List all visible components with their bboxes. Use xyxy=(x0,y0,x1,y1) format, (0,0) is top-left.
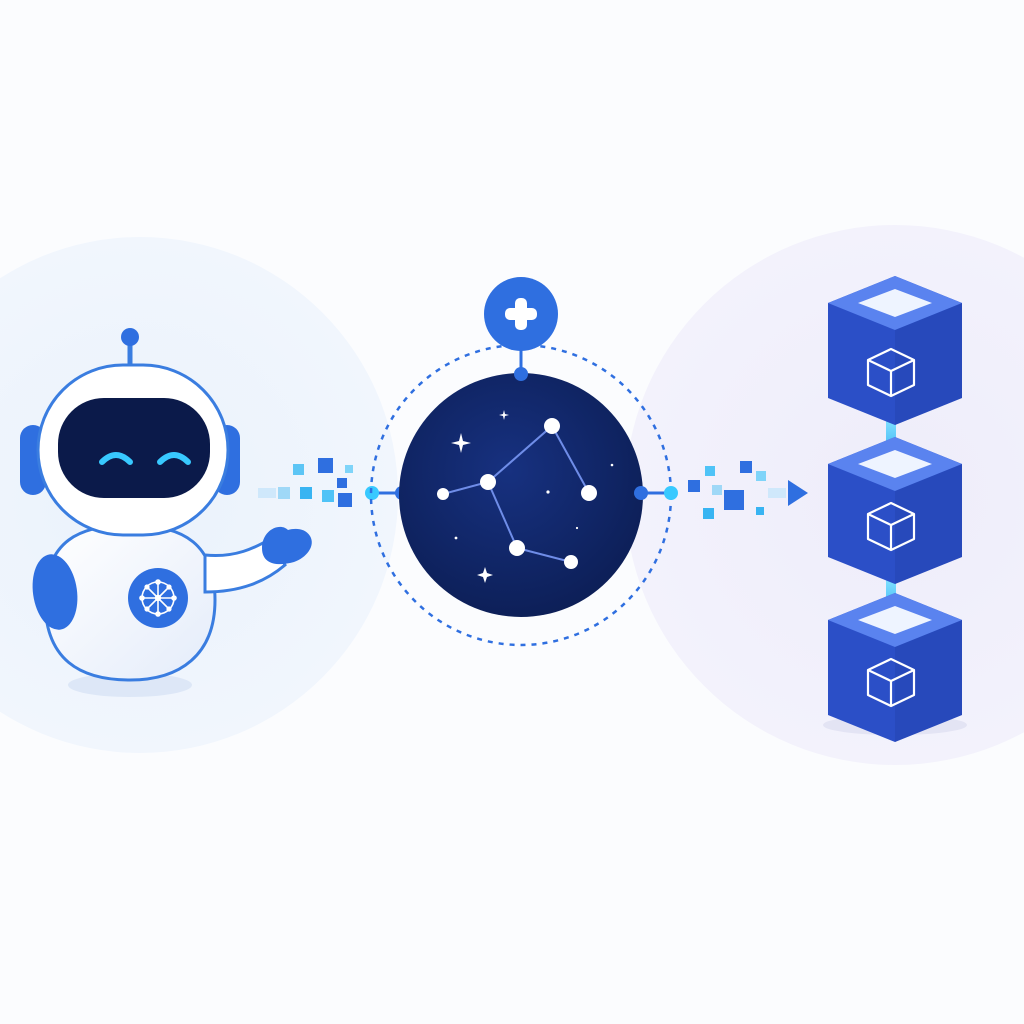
sparkle-stars xyxy=(451,410,614,598)
cube-icon xyxy=(866,657,916,708)
constellation-icon xyxy=(437,410,614,598)
block-2 xyxy=(828,437,962,584)
right-connector xyxy=(634,486,678,500)
robot-antenna-tip xyxy=(121,328,139,346)
block-3 xyxy=(828,593,962,742)
blockchain-stack xyxy=(823,276,967,742)
robot-hand xyxy=(262,526,312,565)
robot-eye-left xyxy=(99,452,133,465)
robot-icon xyxy=(20,328,312,697)
data-stream-right xyxy=(688,461,786,519)
data-stream-left xyxy=(258,458,353,507)
plus-icon xyxy=(505,298,537,330)
robot-shadow xyxy=(68,673,192,697)
robot-arm-left xyxy=(32,554,78,630)
arrow-right-icon xyxy=(788,480,808,506)
block-1 xyxy=(828,276,962,425)
robot-eye-right xyxy=(157,452,191,465)
constellation-disc xyxy=(399,373,643,617)
cube-icon xyxy=(866,347,916,398)
right-halo xyxy=(625,225,1024,765)
cube-icon xyxy=(866,501,916,552)
constellation-hub xyxy=(369,277,673,647)
robot-visor xyxy=(58,398,210,498)
